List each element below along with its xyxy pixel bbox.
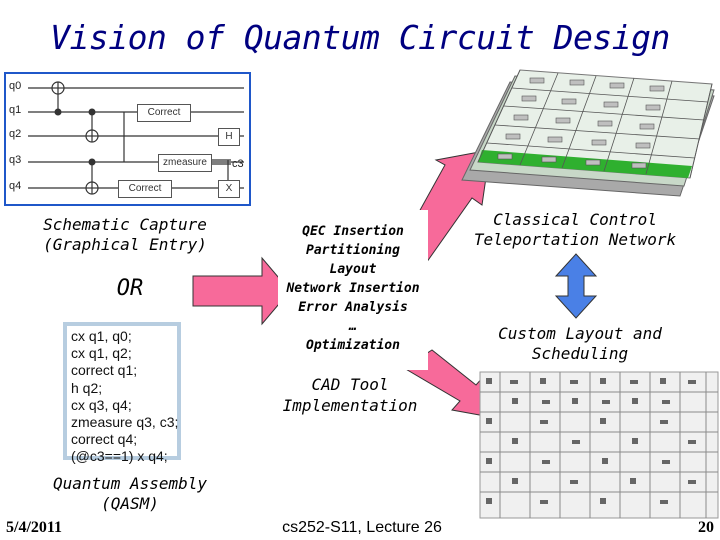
caption-line: Quantum Assembly xyxy=(52,474,208,493)
caption-line: Scheduling xyxy=(531,344,629,363)
correct-gate-bottom: Correct xyxy=(118,180,172,198)
footer-course: cs252-S11, Lecture 26 xyxy=(282,519,442,536)
caption-line: Teleportation Network xyxy=(473,230,677,249)
process-item: Layout xyxy=(329,262,377,277)
hadamard-gate: H xyxy=(218,128,240,146)
slide-title: Vision of Quantum Circuit Design xyxy=(50,18,670,57)
or-label: OR xyxy=(116,276,144,301)
process-item: QEC Insertion xyxy=(302,224,404,239)
cad-process-box: QEC Insertion Partitioning Layout Networ… xyxy=(278,210,428,370)
code-line: correct q1; xyxy=(71,362,138,379)
classical-bit-label: c3 xyxy=(232,158,244,170)
caption-line: Custom Layout and xyxy=(498,324,662,343)
code-line: cx q1, q0; xyxy=(71,328,132,344)
qubit-label: q3 xyxy=(9,154,22,166)
correct-gate-top: Correct xyxy=(137,104,191,122)
caption-line: (Graphical Entry) xyxy=(43,235,207,254)
process-item: Network Insertion xyxy=(286,281,420,296)
code-line: zmeasure q3, c3; xyxy=(71,414,179,431)
network-chip-icon xyxy=(461,69,715,197)
process-item: Error Analysis xyxy=(298,300,408,315)
zmeasure-gate: zmeasure xyxy=(158,154,212,172)
double-arrow-icon xyxy=(554,253,598,319)
classical-control-label: Classical Control Teleportation Network xyxy=(470,210,680,250)
qasm-caption: Quantum Assembly (QASM) xyxy=(30,474,230,514)
qubit-label: q1 xyxy=(9,104,22,116)
qubit-label: q0 xyxy=(9,80,22,92)
cad-tool-label: CAD Tool Implementation xyxy=(270,374,430,416)
code-line: h q2; xyxy=(71,379,103,396)
schematic-diagram: q0 q1 q2 q3 q4 Correct H zmeasure c3 Cor… xyxy=(4,72,251,206)
qubit-label: q2 xyxy=(9,128,22,140)
caption-line: (QASM) xyxy=(101,494,159,513)
caption-line: Implementation xyxy=(282,396,418,415)
footer-date: 5/4/2011 xyxy=(6,519,63,536)
schematic-caption: Schematic Capture (Graphical Entry) xyxy=(20,215,230,255)
custom-layout-label: Custom Layout and Scheduling xyxy=(480,324,680,364)
page-number: 20 xyxy=(698,519,714,536)
process-item: … xyxy=(349,319,357,334)
caption-line: Classical Control xyxy=(493,210,657,229)
x-gate: X xyxy=(218,180,240,198)
code-line: cx q1, q2; xyxy=(71,345,132,362)
input-arrow-icon xyxy=(192,256,291,326)
qubit-label: q4 xyxy=(9,180,22,192)
code-line: (@c3==1) x q4; xyxy=(71,448,168,465)
qasm-code-box: cx q1, q0; cx q1, q2; correct q1; h q2; … xyxy=(63,322,181,464)
code-line: correct q4; xyxy=(71,431,138,448)
caption-line: CAD Tool xyxy=(311,375,389,394)
caption-line: Schematic Capture xyxy=(43,215,207,234)
layout-grid-icon xyxy=(479,371,719,519)
code-line: cx q3, q4; xyxy=(71,396,132,413)
process-item: Partitioning xyxy=(306,243,400,258)
process-item: Optimization xyxy=(306,338,400,353)
